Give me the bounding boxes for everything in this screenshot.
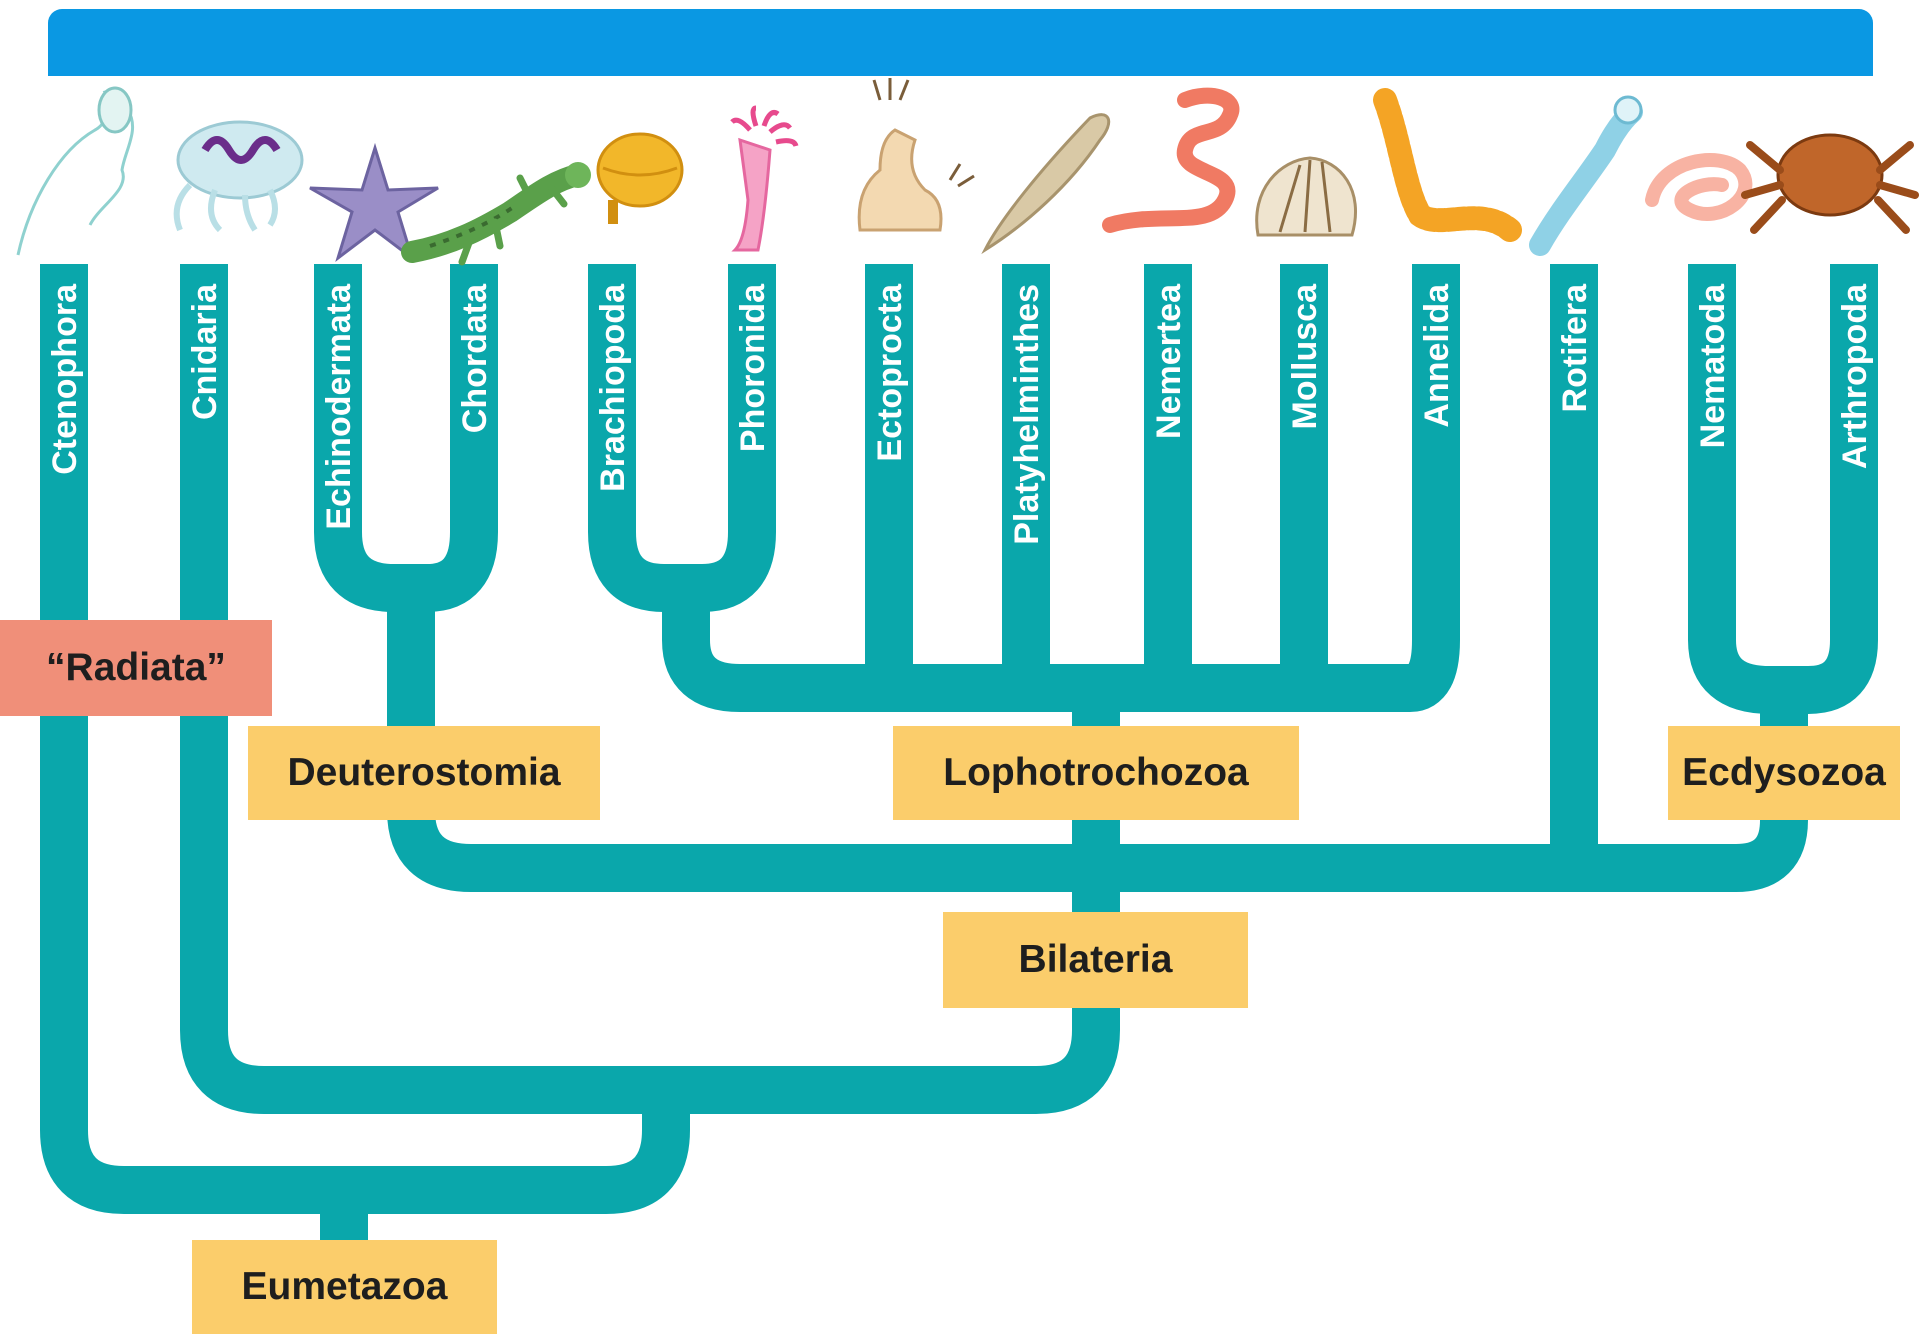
clade-label-ecdysozoa: Ecdysozoa [1668, 726, 1900, 820]
crab-icon [1741, 133, 1919, 234]
sea-star-icon [309, 142, 439, 262]
jellyfish-icon [173, 120, 304, 233]
roundworm-icon [1645, 153, 1753, 221]
comb-jelly-icon [16, 86, 134, 256]
taxon-label-brachiopoda: Brachiopoda [594, 283, 632, 492]
phoronid-worm-icon [730, 105, 799, 252]
segmented-worm-icon [1373, 88, 1522, 242]
taxon-label-nemertea: Nemertea [1150, 283, 1188, 439]
ribbon-worm-icon [1102, 87, 1240, 233]
taxon-label-ctenophora: Ctenophora [46, 283, 84, 475]
clade-label-deuterostomia: Deuterostomia [248, 726, 600, 820]
taxon-labels: Ctenophora Cnidaria Echinodermata Chordata B… [46, 283, 1874, 545]
clade-label-bilateria: Bilateria [943, 912, 1248, 1008]
branch-brachiopoda [588, 264, 776, 612]
taxon-label-ectoprocta: Ectoprocta [871, 283, 909, 462]
scallop-shell-icon [1255, 156, 1358, 237]
clade-label-lophotrochozoa: Lophotrochozoa [893, 726, 1299, 820]
lamp-shell-icon [596, 132, 684, 224]
branch-bilateria [387, 700, 1808, 892]
clade-label-eumetazoa: Eumetazoa [192, 1240, 497, 1334]
branch-nematoda [1688, 264, 1878, 714]
taxon-label-echinodermata: Echinodermata [320, 283, 358, 530]
taxon-label-rotifera: Rotifera [1556, 283, 1594, 413]
branch-lophotrochozoa-base [662, 264, 1460, 712]
header-bar [48, 9, 1873, 76]
branch-cnidaria [180, 264, 1120, 1114]
taxon-label-platyhelminthes: Platyhelminthes [1008, 284, 1046, 545]
rotifer-icon [1529, 95, 1643, 256]
salamander-icon [401, 162, 591, 266]
taxon-label-annelida: Annelida [1418, 283, 1456, 428]
taxon-label-mollusca: Mollusca [1286, 283, 1324, 430]
taxon-label-phoronida: Phoronida [734, 283, 772, 452]
flatworm-icon [981, 113, 1111, 255]
clade-label-radiata: “Radiata” [0, 620, 272, 716]
branch-echinodermata [314, 264, 498, 612]
organism-illustrations [16, 78, 1919, 266]
taxon-label-chordata: Chordata [456, 283, 494, 433]
taxon-label-nematoda: Nematoda [1694, 283, 1732, 448]
taxon-label-cnidaria: Cnidaria [186, 283, 224, 420]
bryozoan-icon [857, 78, 975, 232]
taxon-label-arthropoda: Arthropoda [1836, 283, 1874, 469]
